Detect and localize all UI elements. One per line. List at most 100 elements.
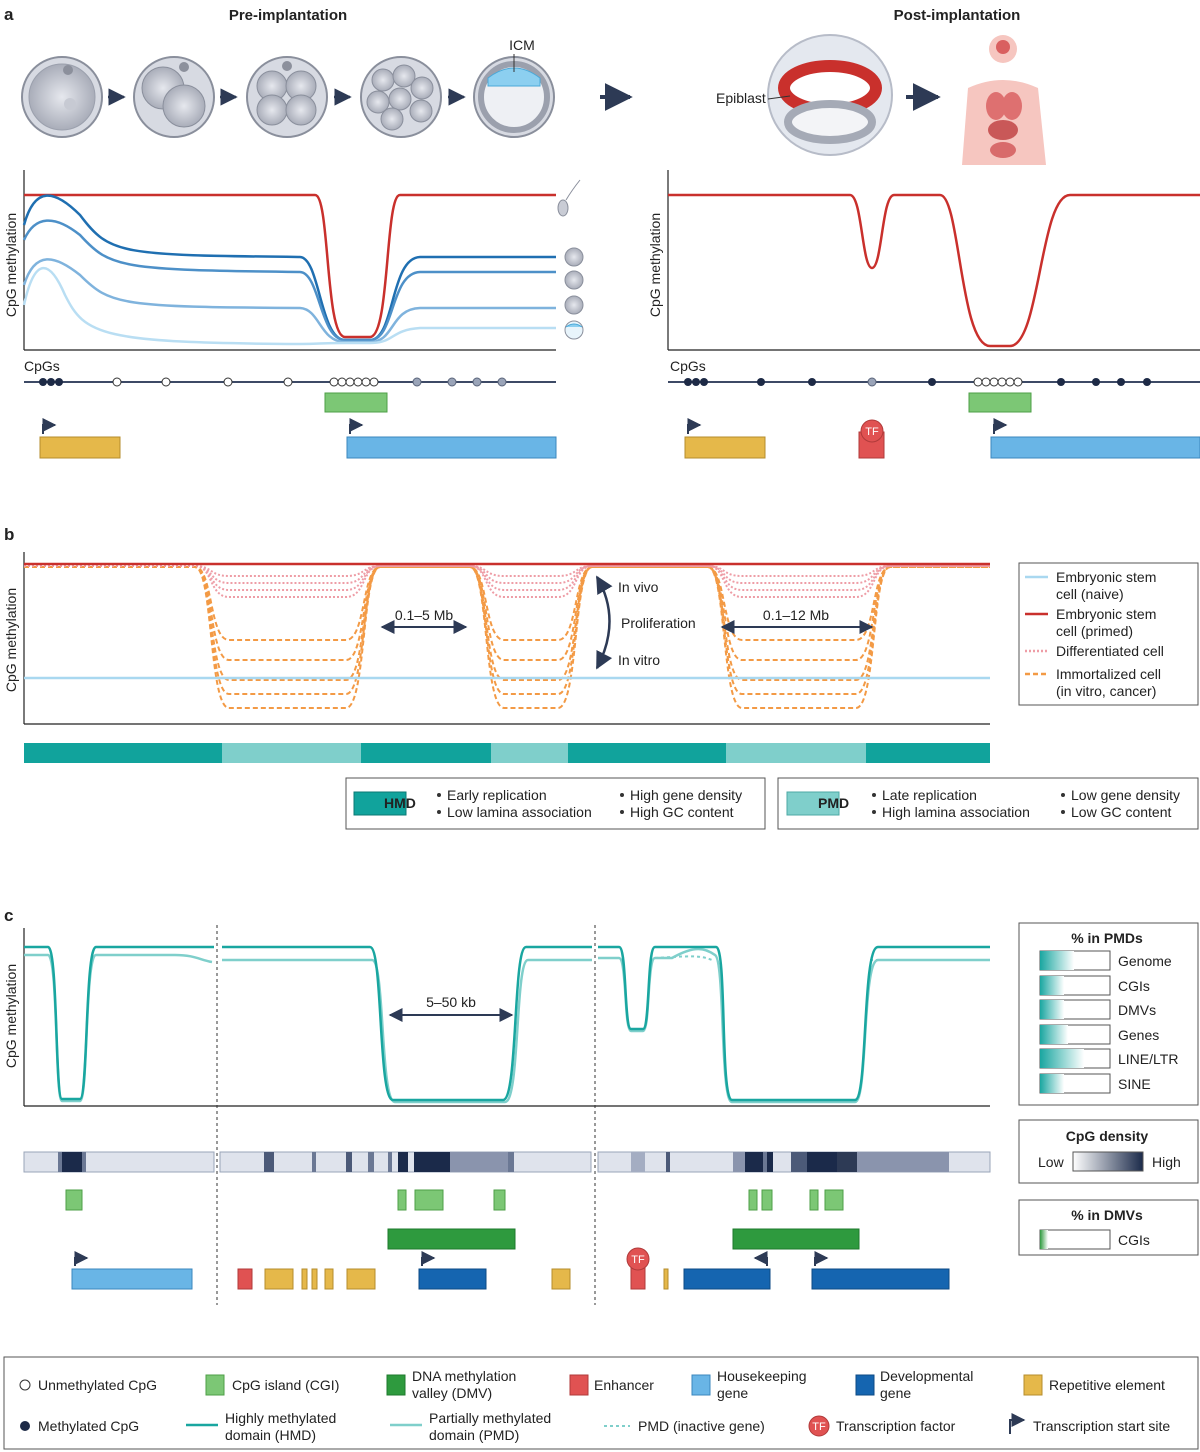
b-legend-immortal-2: (in vitro, cancer): [1056, 683, 1156, 699]
a-stage-dot-2cell: [564, 247, 584, 267]
b-pmd-bullet-1: [872, 793, 876, 797]
legend-enhancer-swatch: [569, 1374, 589, 1396]
c-density-gradient: [1072, 1151, 1144, 1172]
a-right-cgi: [968, 392, 1032, 413]
legend-pmd-inactive: PMD (inactive gene): [638, 1418, 765, 1434]
b-pmd-bullet-2: [872, 810, 876, 814]
legend-tss-icon: [1009, 1413, 1026, 1434]
b-immortalized-curve-2: [24, 566, 990, 661]
b-legend-naive-2: cell (naive): [1056, 586, 1124, 602]
c-repeat-1: [264, 1268, 294, 1290]
legend-housekeeping-swatch: [691, 1374, 711, 1396]
c-pmd-curve-2: [222, 958, 592, 1104]
legend-hmd-2: domain (HMD): [225, 1427, 316, 1443]
a-right-gold-gene: [684, 436, 766, 459]
panel-c: c CpG methylation 5–50 kb: [3, 906, 1199, 1305]
c-density-high: High: [1152, 1154, 1181, 1170]
c-dmv-2: [732, 1228, 860, 1250]
a-sperm-curve: [24, 193, 556, 339]
c-ylabel: CpG methylation: [3, 964, 19, 1068]
c-repeat-2: [301, 1268, 308, 1290]
a-left-tss-2: [349, 418, 364, 434]
c-density-low: Low: [1038, 1154, 1065, 1170]
epiblast-embryo-icon: [767, 34, 893, 156]
a-left-tss-1: [42, 418, 57, 434]
c-density-track-3: [597, 1151, 991, 1173]
panel-b: b CpG methylation 0.1–5 Mb 0.1–12 Mb In …: [3, 525, 1199, 830]
c-dmv-legend-fill: [1040, 1230, 1048, 1249]
b-immortalized-curve-4: [24, 566, 990, 695]
legend-dmv-1: DNA methylation: [412, 1368, 516, 1384]
a-left-cpg-dots: [39, 377, 507, 387]
b-immortalized-curve-5: [24, 566, 990, 709]
a-right-tf-label: TF: [865, 426, 879, 438]
b-hmd-item-3: High gene density: [630, 787, 742, 803]
c-pmd-legend-bars: [1039, 950, 1111, 1094]
b-pmd-label: PMD: [818, 795, 849, 811]
c-repeat-6: [551, 1268, 571, 1290]
b-range2-label: 0.1–12 Mb: [763, 607, 829, 623]
b-pmd-bullet-4: [1061, 810, 1065, 814]
a-left-ylabel: CpG methylation: [3, 213, 19, 317]
b-pmd-item-4: Low GC content: [1071, 804, 1171, 820]
a-4cell-curve: [22, 219, 556, 342]
epiblast-pointer: [767, 95, 791, 100]
human-body-icon: [962, 35, 1046, 165]
c-pmd-legend-genes: Genes: [1118, 1027, 1159, 1043]
c-density-legend-title: CpG density: [1066, 1128, 1149, 1144]
post-implantation-title: Post-implantation: [894, 7, 1021, 24]
b-pmd-bullet-3: [1061, 793, 1065, 797]
legend-cgi: CpG island (CGI): [232, 1377, 339, 1393]
zygote-icon: [21, 56, 103, 138]
a-stage-dot-blastocyst-icm: [565, 323, 583, 328]
b-pmd-swatch: [786, 791, 840, 816]
a-right-cpgs-label: CpGs: [670, 358, 706, 374]
c-tf-label: TF: [631, 1254, 645, 1266]
legend-methylated-icon: [20, 1421, 30, 1431]
a-stage-dot-4cell: [564, 270, 584, 290]
b-proliferation-label: Proliferation: [621, 615, 696, 631]
c-tf-icon: [626, 1247, 650, 1271]
b-hmd-item-1: Early replication: [447, 787, 547, 803]
b-hmd-box: [345, 777, 766, 830]
epiblast-label: Epiblast: [716, 90, 766, 106]
c-hmd-curve-2: [222, 945, 592, 1102]
panel-c-letter: c: [4, 906, 13, 925]
c-enhancer-1: [237, 1268, 253, 1290]
b-in-vivo-label: In vivo: [618, 579, 659, 595]
a-2cell-curve: [22, 194, 556, 342]
legend-tf-icon-label: TF: [812, 1421, 826, 1433]
b-hmd-bullet-4: [620, 810, 624, 814]
a-right-ylabel: CpG methylation: [647, 213, 663, 317]
legend-unmethylated: Unmethylated CpG: [38, 1377, 157, 1393]
b-legend-box: [1018, 562, 1199, 706]
a-left-gold-gene: [39, 436, 121, 459]
pre-implantation-title: Pre-implantation: [229, 7, 347, 24]
a-right-tss-1: [687, 418, 702, 434]
blastocyst-icon: [473, 54, 555, 138]
legend-repetitive-swatch: [1023, 1374, 1043, 1396]
a-right-tf-icon: [860, 419, 884, 443]
b-immortalized-curve-3: [24, 566, 990, 681]
b-legend-primed-2: cell (primed): [1056, 623, 1133, 639]
b-pmd-box: [777, 777, 1199, 830]
b-differentiated-curve-1: [24, 565, 990, 577]
b-pmd-item-3: Low gene density: [1071, 787, 1180, 803]
c-repeat-7: [663, 1268, 669, 1290]
a-blastocyst-curve: [22, 266, 556, 346]
b-methylation-curves: [24, 562, 990, 709]
b-legend-diff: Differentiated cell: [1056, 643, 1164, 659]
legend-methylated: Methylated CpG: [38, 1418, 139, 1434]
c-developmental-gene-3: [811, 1268, 950, 1290]
c-pmd-curve-1: [24, 953, 213, 1103]
b-hmd-bullet-3: [620, 793, 624, 797]
legend-developmental-swatch: [855, 1374, 875, 1396]
legend-housekeeping-1: Housekeeping: [717, 1368, 807, 1384]
b-legend-immortal-1: Immortalized cell: [1056, 666, 1161, 682]
c-tss-dev-1: [421, 1251, 436, 1266]
legend-repetitive: Repetitive element: [1049, 1377, 1165, 1393]
legend-hmd-1: Highly methylated: [225, 1410, 336, 1426]
a-right-curve: [668, 193, 1200, 348]
b-range1-label: 0.1–5 Mb: [395, 607, 454, 623]
